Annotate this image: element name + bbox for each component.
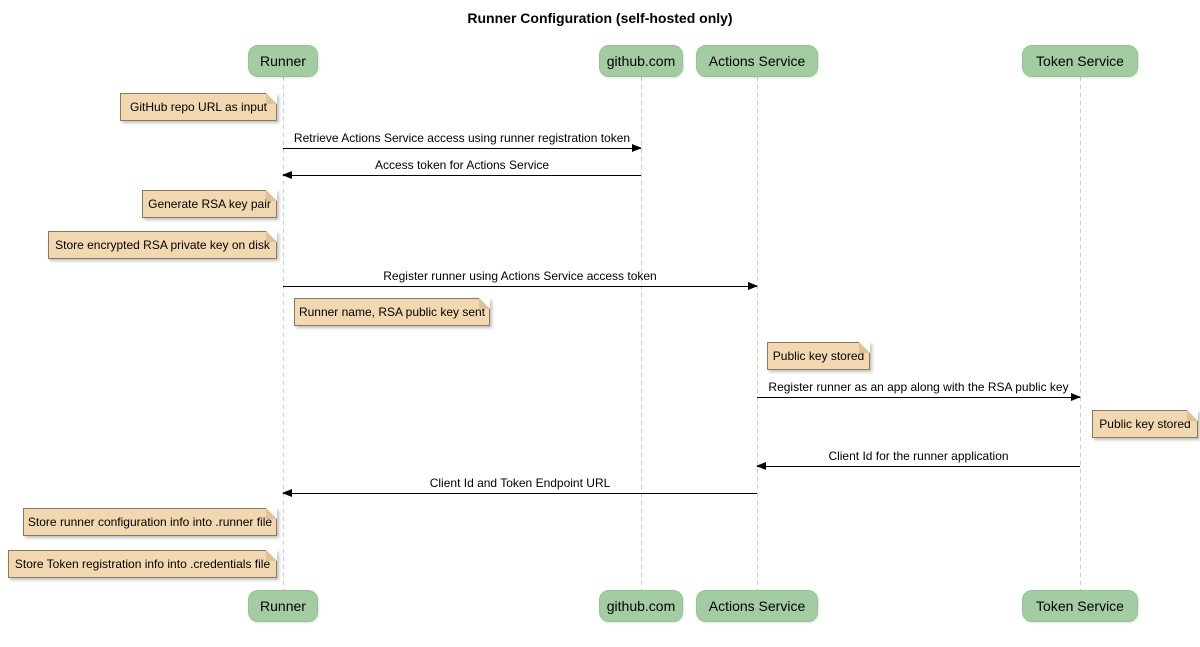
note-runner-name-sent: Runner name, RSA public key sent (294, 298, 490, 326)
note-fold-icon (1187, 410, 1198, 421)
message-line (283, 282, 758, 290)
note-fold-icon (479, 298, 490, 309)
note-text: Generate RSA key pair (148, 197, 271, 211)
note-store-private-key: Store encrypted RSA private key on disk (48, 231, 277, 259)
message-line (282, 171, 641, 179)
participant-bottom-github: github.com (599, 590, 683, 622)
message-label: Register runner as an app along with the… (768, 380, 1069, 394)
note-text: Store encrypted RSA private key on disk (55, 238, 270, 252)
note-generate-rsa: Generate RSA key pair (142, 190, 277, 218)
note-fold-icon (266, 550, 277, 561)
participant-label: Token Service (1036, 53, 1124, 69)
message-client-id-endpoint: Client Id and Token Endpoint URL (282, 476, 757, 497)
participant-label: Token Service (1036, 598, 1124, 614)
note-text: GitHub repo URL as input (130, 100, 267, 114)
note-text: Public key stored (1099, 417, 1191, 431)
note-store-runner-file: Store runner configuration info into .ru… (23, 508, 277, 536)
participant-top-runner: Runner (248, 45, 318, 77)
note-text: Runner name, RSA public key sent (298, 305, 486, 319)
participant-bottom-actions-service: Actions Service (696, 590, 818, 622)
participant-label: Runner (260, 53, 306, 69)
message-register-app: Register runner as an app along with the… (757, 380, 1081, 401)
message-retrieve-actions-access: Retrieve Actions Service access using ru… (283, 131, 642, 152)
note-public-key-stored-actions: Public key stored (767, 342, 870, 370)
lifeline-github (641, 77, 642, 591)
note-store-credentials-file: Store Token registration info into .cred… (8, 550, 277, 578)
lifeline-runner (283, 77, 284, 591)
note-fold-icon (266, 508, 277, 519)
note-fold-icon (266, 231, 277, 242)
message-label: Register runner using Actions Service ac… (383, 269, 657, 283)
participant-top-github: github.com (599, 45, 683, 77)
arrowhead-left-icon (756, 462, 766, 470)
note-text: Store runner configuration info into .ru… (27, 515, 273, 529)
participant-bottom-runner: Runner (248, 590, 318, 622)
message-line (757, 393, 1081, 401)
participant-label: Actions Service (708, 53, 806, 69)
message-line (756, 462, 1080, 470)
note-fold-icon (266, 93, 277, 104)
participant-top-actions-service: Actions Service (696, 45, 818, 77)
lifeline-actions-service (757, 77, 758, 591)
message-line (282, 489, 757, 497)
note-public-key-stored-token: Public key stored (1092, 410, 1198, 438)
arrowhead-right-icon (1071, 393, 1081, 401)
message-access-token: Access token for Actions Service (282, 158, 641, 179)
note-fold-icon (859, 342, 870, 353)
message-label: Client Id and Token Endpoint URL (429, 476, 611, 490)
arrowhead-right-icon (748, 282, 758, 290)
note-text: Store Token registration info into .cred… (14, 557, 271, 571)
participant-label: Actions Service (708, 598, 806, 614)
message-label: Retrieve Actions Service access using ru… (293, 131, 631, 145)
message-label: Access token for Actions Service (374, 158, 550, 172)
lifeline-token-service (1080, 77, 1081, 591)
message-client-id: Client Id for the runner application (756, 449, 1080, 470)
participant-label: github.com (606, 53, 676, 69)
participant-label: Runner (260, 598, 306, 614)
participant-bottom-token-service: Token Service (1022, 590, 1138, 622)
participant-label: github.com (606, 598, 676, 614)
participant-top-token-service: Token Service (1022, 45, 1138, 77)
note-repo-url: GitHub repo URL as input (120, 93, 277, 121)
message-register-runner: Register runner using Actions Service ac… (283, 269, 758, 290)
arrowhead-left-icon (282, 171, 292, 179)
note-fold-icon (266, 190, 277, 201)
message-label: Client Id for the runner application (828, 449, 1009, 463)
note-text: Public key stored (772, 349, 865, 363)
arrowhead-right-icon (632, 144, 642, 152)
arrowhead-left-icon (282, 489, 292, 497)
message-line (283, 144, 642, 152)
diagram-title: Runner Configuration (self-hosted only) (467, 10, 733, 26)
